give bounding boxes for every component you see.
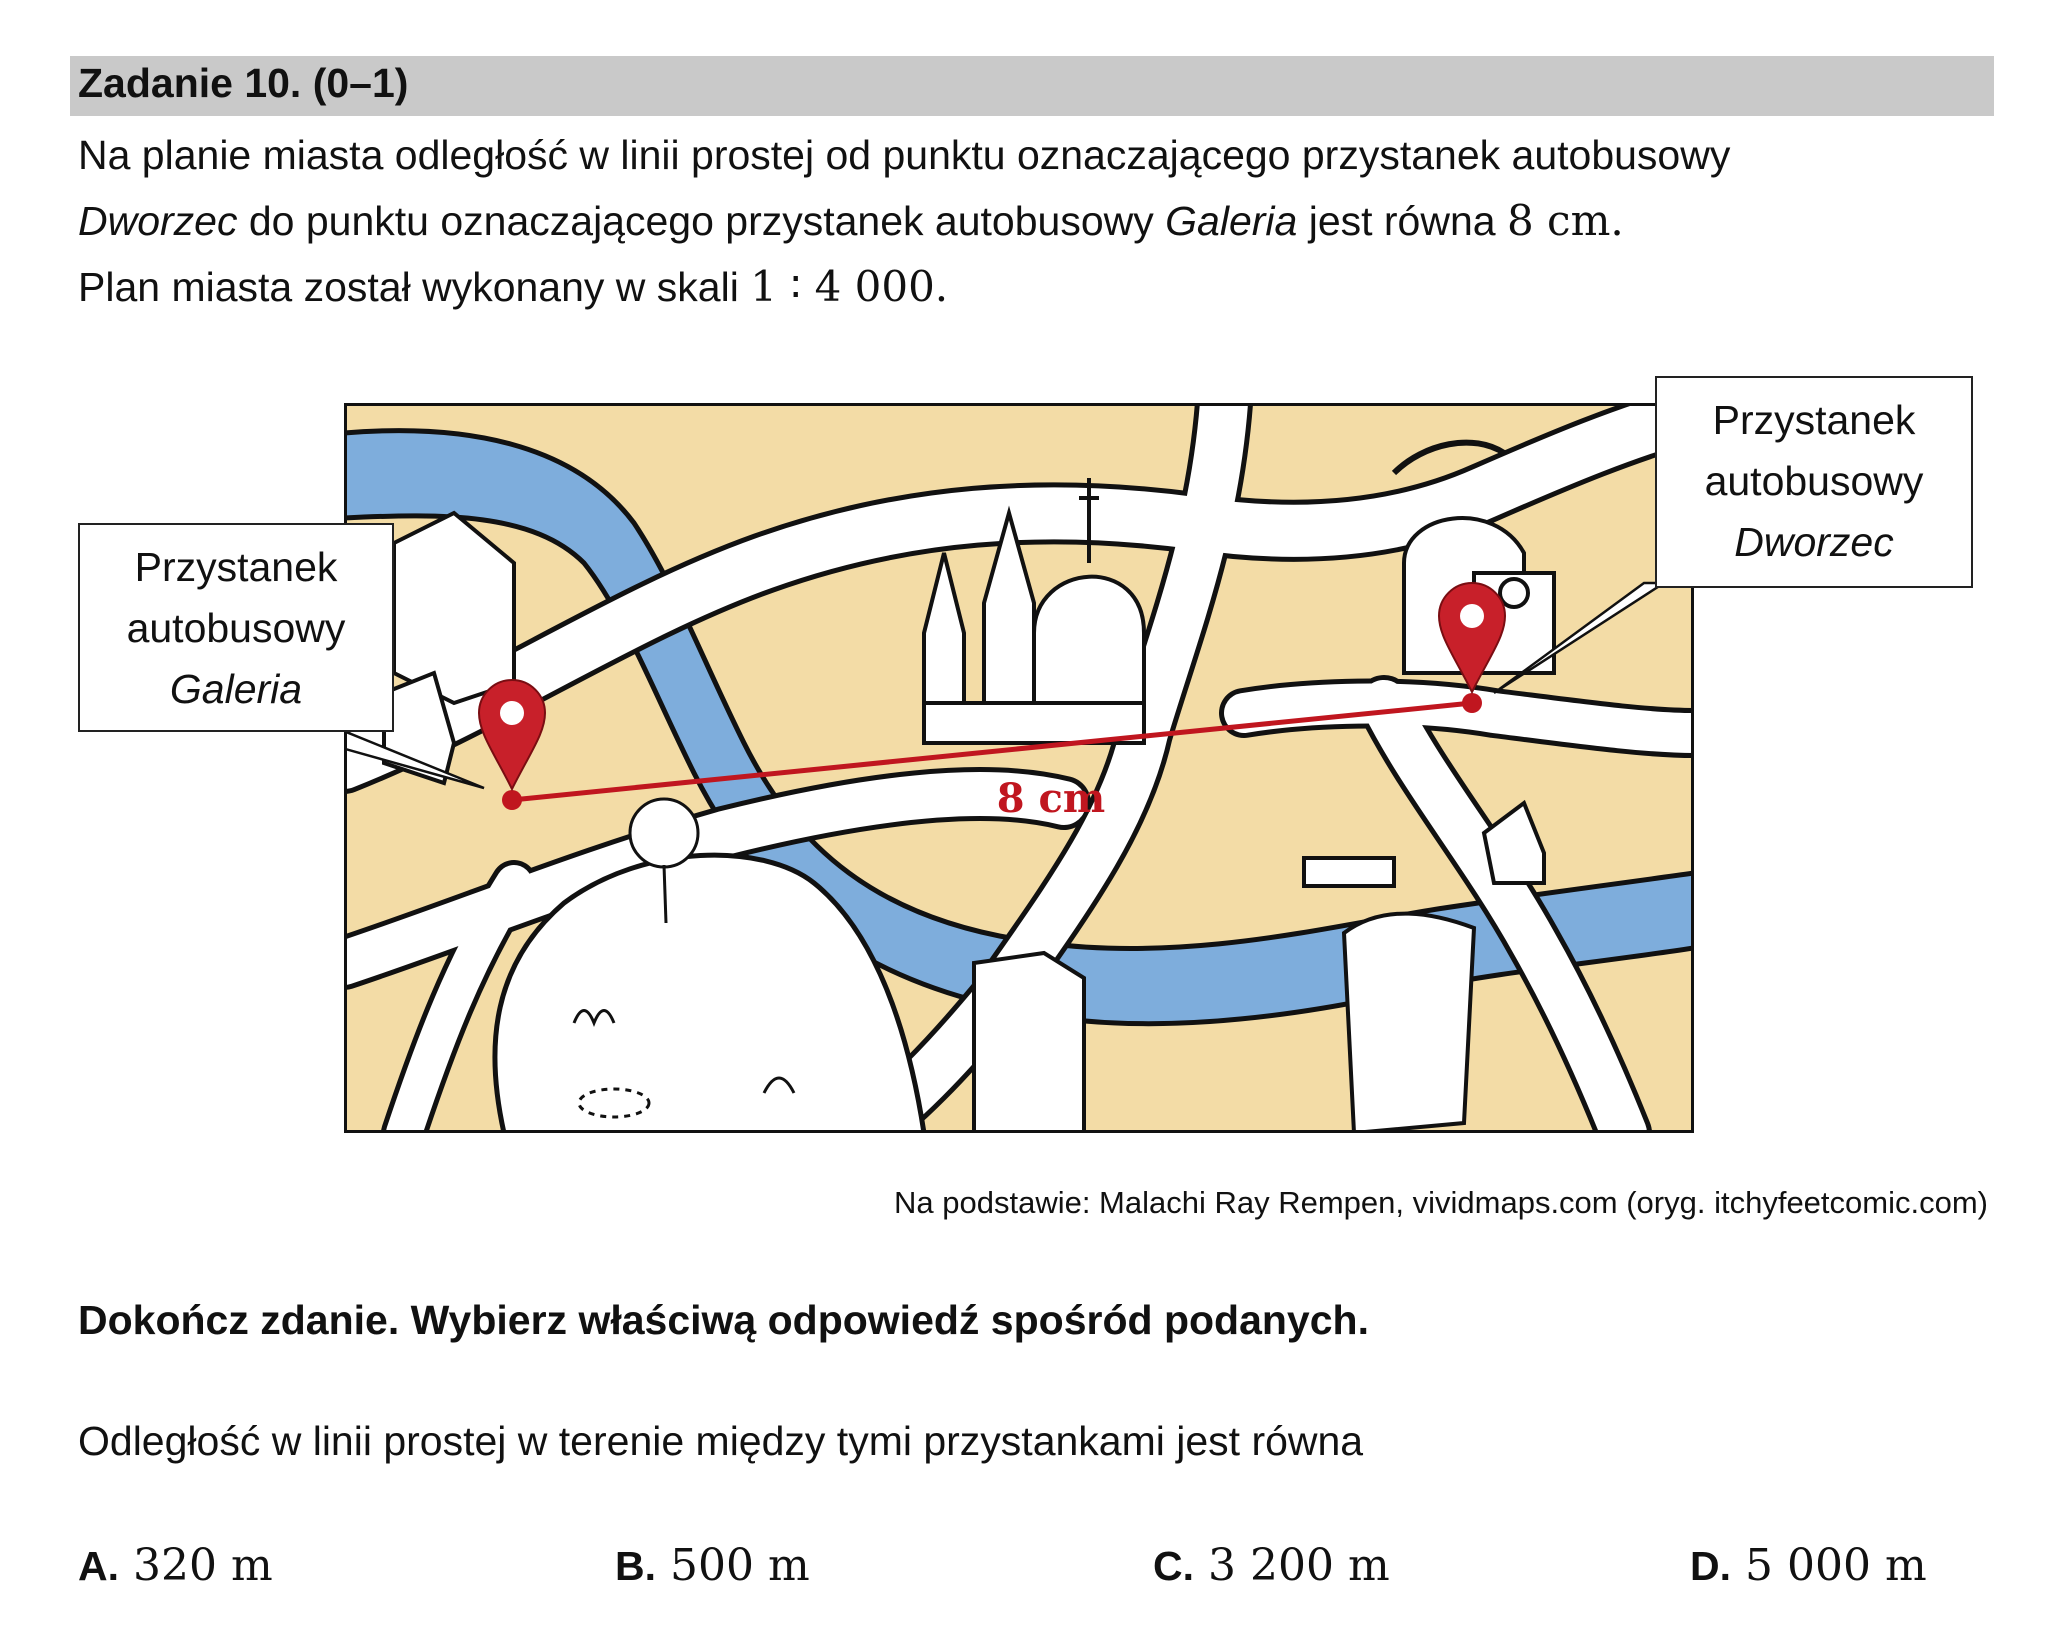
question-stem: Odległość w linii prostej w terenie międ…	[78, 1418, 1364, 1464]
answer-letter: A.	[78, 1543, 119, 1589]
dworzec-callout-line-1: Przystanek	[1712, 397, 1916, 443]
galeria-callout-line-3: Galeria	[169, 666, 303, 712]
dworzec-callout-pointer	[1493, 581, 1669, 695]
answer-letter: C.	[1153, 1543, 1194, 1589]
scale-value: 1 ∶ 4 000.	[750, 262, 949, 311]
city-map-illustration: 8 cm	[344, 403, 1694, 1133]
instruction: Dokończ zdanie. Wybierz właściwą odpowie…	[78, 1297, 1369, 1343]
dworzec-pin-icon	[1437, 582, 1507, 695]
cathedral-illustration	[922, 478, 1146, 745]
park	[492, 852, 927, 1133]
answer-value: 3 200 m	[1208, 1540, 1390, 1591]
park-details	[572, 797, 796, 1119]
distance-label: 8 cm	[997, 775, 1105, 822]
answer-option-d[interactable]: D. 5 000 m	[1690, 1540, 1927, 1591]
galeria-pin-icon	[477, 679, 547, 792]
answer-letter: B.	[615, 1543, 656, 1589]
task-header: Zadanie 10. (0–1)	[70, 56, 1994, 116]
stop-name-dworzec: Dworzec	[78, 198, 238, 244]
answer-value: 5 000 m	[1745, 1540, 1927, 1591]
distance-value: 8 cm.	[1506, 196, 1624, 245]
answer-option-a[interactable]: A. 320 m	[78, 1540, 273, 1591]
galeria-callout-line-1: Przystanek	[134, 544, 338, 590]
task-line-2-mid: do punktu oznaczającego przystanek autob…	[237, 198, 1166, 244]
answer-option-b[interactable]: B. 500 m	[615, 1540, 810, 1591]
answer-value: 500 m	[670, 1540, 810, 1591]
task-line-2-tail: jest równa	[1297, 198, 1507, 244]
answer-letter: D.	[1690, 1543, 1731, 1589]
stop-name-galeria: Galeria	[1165, 198, 1298, 244]
dworzec-callout-line-2: autobusowy	[1704, 458, 1924, 504]
answer-value: 320 m	[133, 1540, 273, 1591]
task-line-2: Dworzec do punktu oznaczającego przystan…	[78, 188, 1624, 254]
answer-option-c[interactable]: C. 3 200 m	[1153, 1540, 1390, 1591]
task-line-3: Plan miasta został wykonany w skali 1 ∶ …	[78, 254, 948, 320]
city-map: 8 cm	[344, 403, 1694, 1133]
task-title: Zadanie 10. (0–1)	[78, 60, 409, 106]
source-caption: Na podstawie: Malachi Ray Rempen, vividm…	[894, 1185, 1988, 1220]
roads	[344, 403, 1694, 1133]
dworzec-point	[1462, 693, 1482, 713]
galeria-callout-line-2: autobusowy	[126, 605, 346, 651]
task-line-1: Na planie miasta odległość w linii prost…	[78, 132, 1731, 178]
dworzec-callout: Przystanek autobusowy Dworzec	[1655, 376, 1973, 588]
distance-line	[511, 700, 1473, 803]
map-border	[344, 403, 1694, 1133]
galeria-callout: Przystanek autobusowy Galeria	[78, 523, 394, 732]
galeria-point	[502, 790, 522, 810]
tower-buildings	[972, 799, 1546, 1133]
left-buildings	[382, 510, 516, 786]
task-line-3-text: Plan miasta został wykonany w skali	[78, 264, 751, 310]
dworzec-callout-line-3: Dworzec	[1734, 519, 1894, 565]
galeria-callout-pointer	[344, 729, 485, 790]
